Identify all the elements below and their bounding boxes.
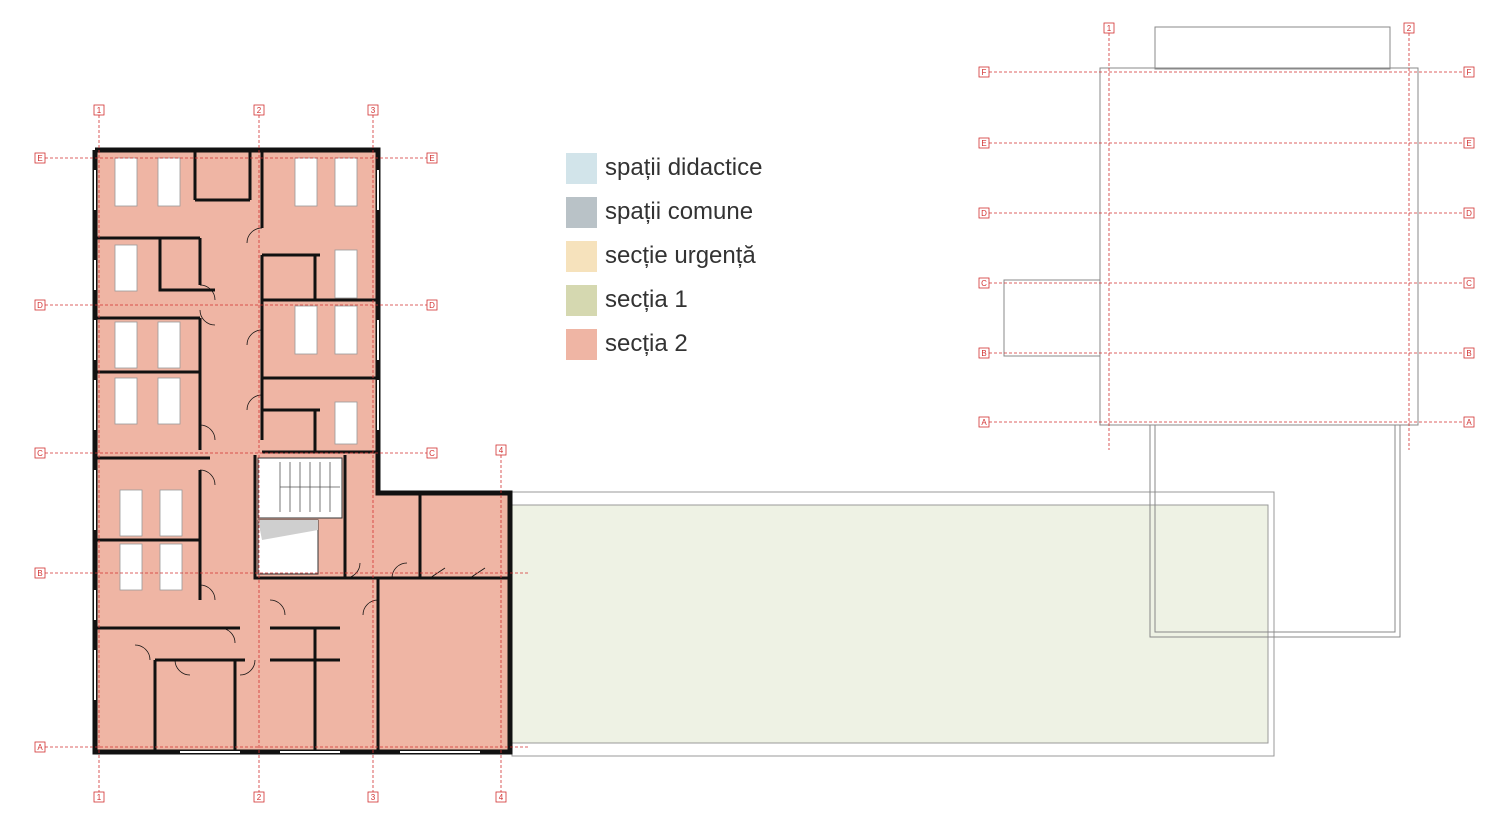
gridline-tag: 3 <box>367 104 379 116</box>
legend-swatch <box>566 240 597 272</box>
legend-label: secție urgență <box>605 242 756 269</box>
gridline-label: E <box>981 139 986 148</box>
legend-swatch <box>566 196 597 228</box>
terrace-outline <box>511 491 1275 757</box>
gridline-tag: A <box>34 741 46 753</box>
legend-label: spații didactice <box>605 154 763 181</box>
exterior-walls <box>92 147 513 755</box>
gridline-label: 2 <box>257 106 262 115</box>
legend-label: secția 2 <box>605 330 688 357</box>
gridline-label: F <box>1467 68 1472 77</box>
gridline-tag: B <box>978 347 990 359</box>
gridline-label: 1 <box>1107 24 1112 33</box>
gridline-tag: 2 <box>253 791 265 803</box>
gridline-label: C <box>981 279 987 288</box>
gridline-tag: D <box>978 207 990 219</box>
gridline-tag: 1 <box>93 104 105 116</box>
legend-item: secție urgență <box>566 234 762 278</box>
gridline-label: D <box>37 301 43 310</box>
gridline-tag: C <box>978 277 990 289</box>
gridline-label: E <box>1466 139 1471 148</box>
bed-furniture <box>114 157 358 591</box>
legend: spații didactice spații comune secție ur… <box>566 146 762 366</box>
gridline-label: 4 <box>499 446 504 455</box>
gridline-label: 2 <box>257 793 262 802</box>
gridline-tag: A <box>1463 416 1475 428</box>
legend-swatch <box>566 152 597 184</box>
window-marks <box>94 170 480 753</box>
gridline-tag: F <box>978 66 990 78</box>
gridline-label: E <box>429 154 434 163</box>
gridline-label: D <box>1466 209 1472 218</box>
gridline-tag: E <box>978 137 990 149</box>
gridline-tag: C <box>34 447 46 459</box>
gridline-label: B <box>1466 349 1471 358</box>
gridline-tag: 2 <box>253 104 265 116</box>
gridline-label: C <box>37 449 43 458</box>
gridline-tag: D <box>34 299 46 311</box>
legend-item: spații didactice <box>566 146 762 190</box>
legend-label: spații comune <box>605 198 754 225</box>
door-swings <box>134 227 486 676</box>
legend-swatch <box>566 328 597 360</box>
gridline-label: 4 <box>499 793 504 802</box>
gridline-label: 1 <box>97 106 102 115</box>
gridline-tag: 3 <box>367 791 379 803</box>
gridline-tag: C <box>426 447 438 459</box>
legend-item: secția 1 <box>566 278 762 322</box>
gridline-tag: E <box>426 152 438 164</box>
gridline-tag: 1 <box>1103 22 1115 34</box>
gridline-label: D <box>981 209 987 218</box>
gridline-label: A <box>37 743 43 752</box>
gridline-tag: A <box>978 416 990 428</box>
stair-core <box>257 457 343 575</box>
legend-item: spații comune <box>566 190 762 234</box>
gridline-tag: 2 <box>1403 22 1415 34</box>
gridline-tag: C <box>1463 277 1475 289</box>
gridline-tag: D <box>426 299 438 311</box>
gridline-tag: 4 <box>495 791 507 803</box>
gridline-tag: E <box>34 152 46 164</box>
gridline-label: E <box>37 154 42 163</box>
gridline-label: 3 <box>371 106 376 115</box>
gridline-label: C <box>429 449 435 458</box>
gridline-tag: B <box>34 567 46 579</box>
gridline-label: C <box>1466 279 1472 288</box>
gridline-tag: F <box>1463 66 1475 78</box>
gridline-tag: 4 <box>495 444 507 456</box>
gridline-label: A <box>1466 418 1472 427</box>
gridline-label: B <box>981 349 986 358</box>
legend-swatch <box>566 284 597 316</box>
gridline-tag: 1 <box>93 791 105 803</box>
gridline-label: A <box>981 418 987 427</box>
key-plan-outline <box>1003 26 1419 638</box>
gridline-label: 2 <box>1407 24 1412 33</box>
gridlines <box>45 33 1464 792</box>
gridline-label: F <box>982 68 987 77</box>
legend-item: secția 2 <box>566 322 762 366</box>
gridline-label: B <box>37 569 42 578</box>
gridline-tag: B <box>1463 347 1475 359</box>
interior-walls <box>95 152 510 750</box>
gridline-tag: E <box>1463 137 1475 149</box>
gridline-label: D <box>429 301 435 310</box>
gridline-label: 3 <box>371 793 376 802</box>
gridline-tag: D <box>1463 207 1475 219</box>
legend-label: secția 1 <box>605 286 688 313</box>
gridline-label: 1 <box>97 793 102 802</box>
